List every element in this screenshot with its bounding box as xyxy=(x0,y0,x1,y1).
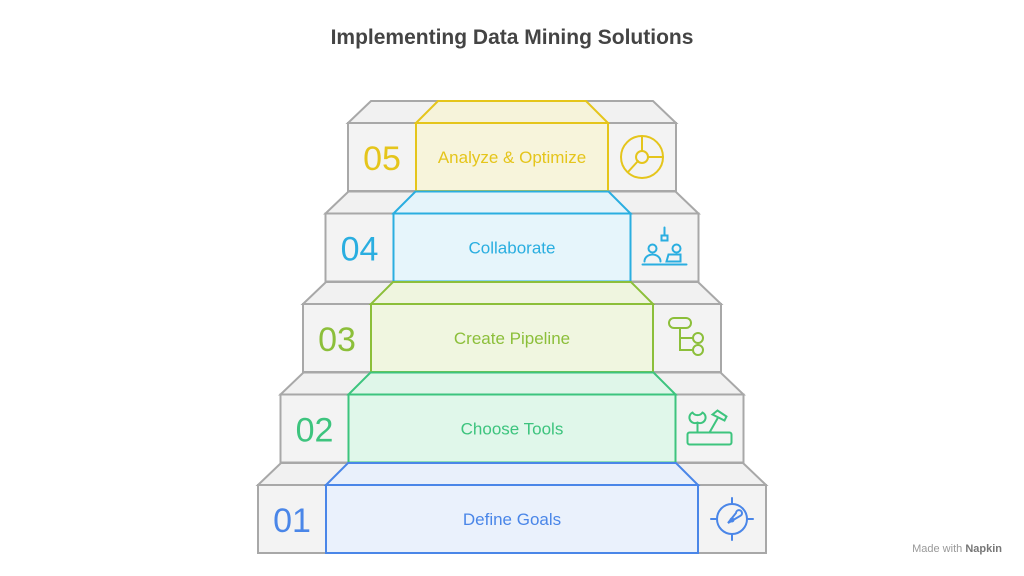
step-number: 01 xyxy=(273,502,311,540)
step-label: Choose Tools xyxy=(461,420,564,439)
step-highlight-top xyxy=(346,371,678,396)
watermark: Made with Napkin xyxy=(912,543,1002,555)
step-highlight-front xyxy=(370,303,654,373)
step-highlight-front xyxy=(415,122,609,192)
watermark-prefix: Made with xyxy=(912,543,963,555)
target-icon xyxy=(710,497,754,541)
step-label: Collaborate xyxy=(469,239,556,258)
step-highlight-top xyxy=(368,281,656,305)
collaboration-icon xyxy=(641,226,688,266)
step-highlight-top xyxy=(413,100,611,124)
step-highlight-front xyxy=(347,393,677,464)
step-02: 02 Choose Tools xyxy=(278,371,746,464)
step-label: Define Goals xyxy=(463,510,561,529)
toolbox-icon xyxy=(686,409,733,446)
step-05: 05 Analyze & Optimize xyxy=(345,100,679,192)
watermark-brand: Napkin xyxy=(965,543,1002,555)
step-number: 05 xyxy=(363,140,401,178)
step-highlight-front xyxy=(325,484,699,554)
step-01: 01 Define Goals xyxy=(255,462,769,554)
step-number: 03 xyxy=(318,321,356,359)
analytics-icon xyxy=(620,135,664,179)
step-label: Analyze & Optimize xyxy=(438,148,586,167)
diagram-title: Implementing Data Mining Solutions xyxy=(330,26,694,49)
step-04: 04 Collaborate xyxy=(323,190,701,283)
step-highlight-front xyxy=(392,212,632,283)
step-number: 02 xyxy=(296,412,334,450)
pipeline-icon xyxy=(668,317,704,356)
step-number: 04 xyxy=(341,231,379,269)
step-03: 03 Create Pipeline xyxy=(300,281,724,373)
step-highlight-top xyxy=(391,190,633,215)
step-label: Create Pipeline xyxy=(454,329,570,348)
step-highlight-top xyxy=(323,462,701,486)
